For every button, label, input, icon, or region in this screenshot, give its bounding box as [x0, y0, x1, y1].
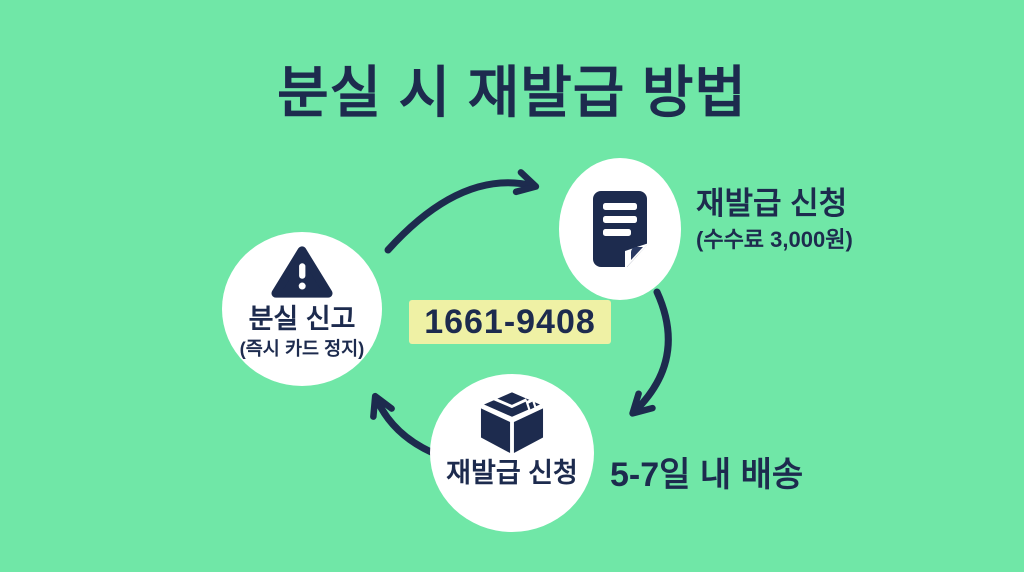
step-apply-label: 재발급 신청	[696, 186, 848, 221]
step-report-label: 분실 신고	[248, 304, 356, 334]
delivery-time-caption: 5-7일 내 배송	[610, 456, 804, 494]
arrow-report-to-apply	[384, 169, 540, 254]
step-delivery-circle: 재발급 신청	[430, 374, 594, 532]
arrow-delivery-to-report	[370, 392, 435, 456]
step-apply-circle	[559, 158, 681, 300]
step-apply-labels: 재발급 신청 (수수료 3,000원)	[696, 186, 853, 253]
document-icon	[593, 191, 649, 269]
arrow-apply-to-delivery	[629, 288, 672, 417]
phone-number-badge: 1661-9408	[409, 300, 611, 344]
warning-triangle-icon	[271, 246, 333, 298]
step-delivery-label: 재발급 신청	[446, 458, 578, 488]
package-box-icon	[479, 390, 545, 454]
step-apply-sub: (수수료 3,000원)	[696, 226, 853, 252]
page-title: 분실 시 재발급 방법	[277, 61, 747, 124]
step-report-sub: (즉시 카드 정지)	[239, 338, 365, 360]
step-report-circle: 분실 신고 (즉시 카드 정지)	[222, 232, 382, 386]
